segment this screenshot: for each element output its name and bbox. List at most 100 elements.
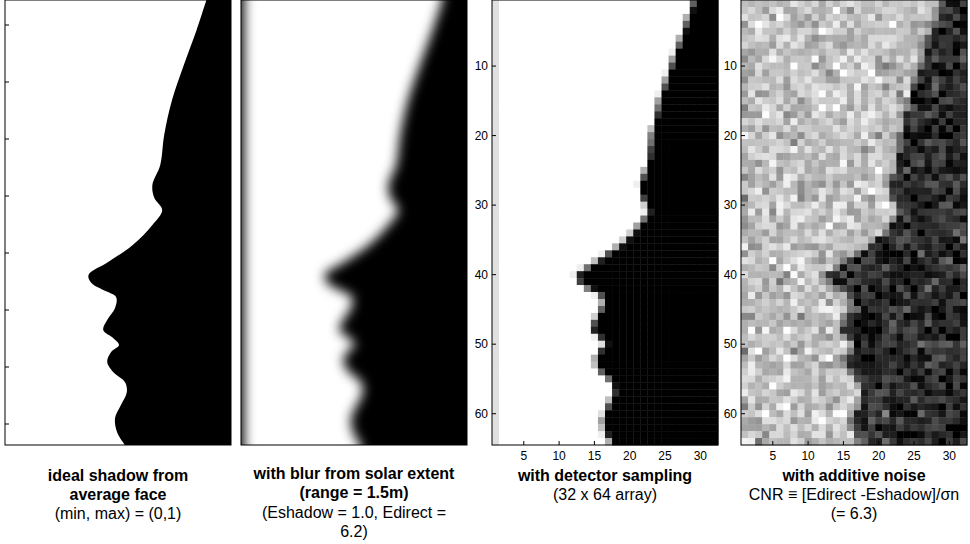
pixel <box>711 14 718 21</box>
pixel <box>662 424 669 431</box>
pixel <box>619 28 626 35</box>
pixel <box>669 313 676 320</box>
pixel <box>506 160 513 167</box>
pixel <box>612 250 619 257</box>
pixel <box>577 299 584 306</box>
pixel <box>676 153 683 160</box>
pixel <box>499 35 506 42</box>
pixel <box>683 63 690 70</box>
pixel <box>612 49 619 56</box>
pixel <box>570 83 577 90</box>
pixel <box>541 111 548 118</box>
pixel <box>563 320 570 327</box>
pixel <box>704 90 711 97</box>
pixel <box>513 278 520 285</box>
pixel <box>626 403 633 410</box>
pixel <box>534 97 541 104</box>
pixel <box>541 181 548 188</box>
pixel <box>669 403 676 410</box>
pixel <box>513 257 520 264</box>
pixel <box>534 257 541 264</box>
pixel <box>690 271 697 278</box>
pixel <box>605 236 612 243</box>
pixel <box>520 424 527 431</box>
pixel <box>549 56 556 63</box>
pixel <box>697 160 704 167</box>
pixel <box>541 28 548 35</box>
pixel <box>556 28 563 35</box>
pixel <box>598 334 605 341</box>
pixel <box>549 118 556 125</box>
pixel <box>626 153 633 160</box>
pixel <box>697 278 704 285</box>
pixel <box>591 21 598 28</box>
pixel <box>534 56 541 63</box>
pixel <box>690 410 697 417</box>
pixel <box>570 111 577 118</box>
pixel <box>556 181 563 188</box>
pixel <box>711 320 718 327</box>
pixel <box>520 250 527 257</box>
pixel <box>499 181 506 188</box>
pixel <box>647 348 654 355</box>
pixel <box>612 375 619 382</box>
pixel <box>541 125 548 132</box>
pixel <box>577 341 584 348</box>
pixel <box>527 278 534 285</box>
pixel <box>619 320 626 327</box>
pixel <box>598 271 605 278</box>
pixel <box>605 14 612 21</box>
pixel <box>598 327 605 334</box>
pixel <box>492 348 499 355</box>
pixel <box>591 97 598 104</box>
pixel <box>690 257 697 264</box>
pixel <box>513 306 520 313</box>
pixel <box>520 49 527 56</box>
pixel <box>662 362 669 369</box>
pixel <box>527 28 534 35</box>
pixel <box>633 97 640 104</box>
pixel <box>556 42 563 49</box>
pixel <box>647 320 654 327</box>
pixel <box>605 257 612 264</box>
pixel <box>704 271 711 278</box>
pixel <box>584 104 591 111</box>
pixel <box>499 28 506 35</box>
pixel <box>584 375 591 382</box>
pixel <box>570 396 577 403</box>
axis-tick <box>5 196 9 197</box>
pixel <box>527 223 534 230</box>
pixel <box>492 209 499 216</box>
pixel <box>605 111 612 118</box>
pixel <box>492 139 499 146</box>
pixel <box>591 417 598 424</box>
pixel <box>563 14 570 21</box>
pixel <box>683 83 690 90</box>
pixel <box>563 63 570 70</box>
pixel <box>499 118 506 125</box>
pixel <box>520 389 527 396</box>
pixel <box>598 0 605 7</box>
pixel <box>499 417 506 424</box>
pixel <box>520 417 527 424</box>
pixel <box>549 42 556 49</box>
pixel <box>598 167 605 174</box>
pixel <box>584 257 591 264</box>
pixel <box>711 348 718 355</box>
pixel <box>584 76 591 83</box>
pixel <box>654 35 661 42</box>
pixel <box>513 125 520 132</box>
pixel <box>598 229 605 236</box>
pixel <box>513 139 520 146</box>
pixel <box>626 118 633 125</box>
pixel <box>534 396 541 403</box>
pixel <box>697 188 704 195</box>
pixel <box>605 417 612 424</box>
pixel <box>690 139 697 146</box>
pixel <box>549 403 556 410</box>
pixel <box>556 7 563 14</box>
pixel <box>711 396 718 403</box>
pixel <box>541 14 548 21</box>
pixel <box>654 417 661 424</box>
pixel <box>605 125 612 132</box>
